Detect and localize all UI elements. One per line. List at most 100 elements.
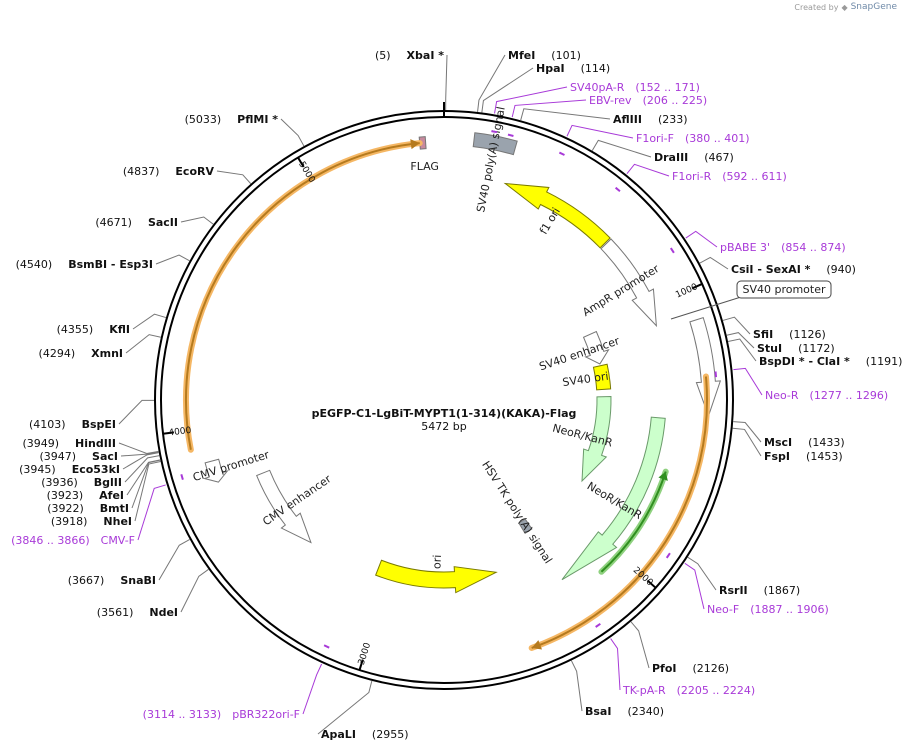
primer-name: CMV-F — [101, 534, 135, 547]
feature-cmv-promoter-arrow[interactable] — [202, 458, 229, 483]
site-nhei[interactable]: (3918) NheI — [51, 460, 161, 529]
orf-arc-0-head — [531, 640, 542, 650]
site-gap — [132, 211, 148, 230]
primer-tk-pa-r[interactable]: TK-pA-R (2205 .. 2224) — [595, 622, 756, 697]
feature-cmv-enhancer[interactable]: CMV enhancer — [256, 469, 334, 544]
site-ndei[interactable]: (3561) NdeI — [97, 568, 209, 620]
site-bsmbi-esp3i[interactable]: (4540) BsmBI - Esp3I — [16, 253, 190, 272]
site-bspei[interactable]: (4103) BspEI — [29, 399, 155, 432]
site-rsrii[interactable]: RsrII (1867) — [687, 556, 801, 598]
site-msci[interactable]: MscI (1433) — [733, 421, 845, 450]
site-ecorv-label: (4837) EcoRV — [123, 160, 215, 179]
feature-sv40-promoter[interactable]: SV40 promoter — [689, 316, 722, 418]
primer-sv40pa-r[interactable]: SV40pA-R (152 .. 171) — [491, 81, 700, 134]
site-eco53ki-label: (3945) Eco53kI — [19, 458, 120, 477]
site-position: (2340) — [627, 705, 664, 718]
site-mfei[interactable]: MfeI (101) — [477, 44, 581, 113]
site-hindiii[interactable]: (3949) HindIII — [22, 432, 159, 454]
feature-neor-kanr-arrow[interactable] — [561, 416, 666, 581]
site-sacii[interactable]: (4671) SacII — [95, 211, 214, 230]
site-pfoi[interactable]: PfoI (2126) — [630, 621, 729, 676]
site-apali[interactable]: ApaLI (2955) — [317, 680, 409, 742]
feature-sv40-poly-a-signal-arrow[interactable] — [472, 132, 518, 156]
site-mfei-label: MfeI (101) — [508, 44, 581, 63]
feature-neor-kanr-arrow[interactable] — [581, 396, 612, 483]
primer-range: (854 .. 874) — [781, 241, 846, 254]
feature-sv40-enhancer[interactable]: SV40 enhancer — [538, 330, 622, 374]
site-bspei-label: (4103) BspEI — [29, 413, 116, 432]
primer-neo-r-mark — [714, 371, 718, 378]
orf-arc-1-glow — [183, 140, 423, 453]
primer-neo-f[interactable]: Neo-F (1887 .. 1906) — [665, 552, 829, 616]
site-name: PflMI * — [237, 113, 278, 126]
site-name: MscI — [764, 436, 792, 449]
site-eco53ki[interactable]: (3945) Eco53kI — [19, 452, 159, 477]
site-hpai[interactable]: HpaI (114) — [481, 57, 610, 113]
site-fspi[interactable]: FspI (1453) — [732, 427, 843, 464]
primer-neo-r-leader — [733, 367, 763, 396]
snapgene-credit: Created by ◆ SnapGene — [794, 2, 897, 12]
site-gap — [75, 342, 91, 361]
feature-ori-label: ori — [430, 554, 444, 569]
feature-ori-arrow[interactable] — [375, 559, 498, 594]
primer-range: (152 .. 171) — [635, 81, 700, 94]
site-position: (4294) — [39, 347, 76, 360]
site-afei-leader — [126, 459, 161, 496]
site-hpai-label: HpaI (114) — [536, 57, 610, 76]
site-bsai[interactable]: BsaI (2340) — [570, 660, 664, 719]
feature-sv40-ori-arrow[interactable] — [592, 363, 612, 391]
primer-ebv-rev[interactable]: EBV-rev (206 .. 225) — [507, 94, 707, 137]
site-draiii[interactable]: DraIII (467) — [591, 139, 734, 165]
primer-pbr322ori-f[interactable]: (3114 .. 3133) pBR322ori-F — [143, 644, 330, 721]
site-bsai-leader — [570, 660, 583, 712]
feature-hsv-tk-poly-a-signal-arrow[interactable] — [518, 518, 533, 534]
site-kfli[interactable]: (4355) KflI — [57, 313, 167, 337]
site-gap — [810, 258, 826, 277]
site-rsrii-leader — [687, 556, 717, 591]
site-bmti-label: (3922) BmtI — [47, 497, 129, 516]
site-xbai[interactable]: (5) XbaI * — [375, 44, 448, 111]
site-position: (233) — [658, 113, 688, 126]
primer-sv40pa-r-mark — [491, 130, 498, 134]
feature-sv40-ori[interactable]: SV40 ori — [562, 363, 612, 391]
site-sfii[interactable]: SfiI (1126) — [722, 316, 826, 342]
feature-ampr-promoter[interactable]: AmpR promoter — [580, 238, 662, 328]
site-xbai-label: (5) XbaI * — [375, 44, 444, 63]
primer-ebv-rev-label: EBV-rev (206 .. 225) — [589, 94, 707, 107]
primer-f1ori-f[interactable]: F1ori-F (380 .. 401) — [558, 124, 750, 156]
feature-neor-kanr[interactable]: NeoR/KanR — [561, 416, 666, 581]
primer-f1ori-r[interactable]: F1ori-R (592 .. 611) — [614, 163, 787, 193]
primer-pbabe-3-mark — [669, 247, 675, 254]
feature-f1-ori-arrow[interactable] — [503, 182, 611, 249]
site-csii-sexai-leader — [699, 256, 729, 270]
feature-cmv-enhancer-arrow[interactable] — [256, 469, 312, 544]
primer-pbabe-3[interactable]: pBABE 3' (854 .. 874) — [669, 230, 846, 254]
site-gap — [748, 579, 764, 598]
feature-f1-ori[interactable]: f1 ori — [503, 182, 611, 249]
feature-ori[interactable]: ori — [375, 554, 498, 594]
tick-label-4000: 4000 — [168, 426, 192, 439]
feature-hsv-tk-poly-a-signal[interactable]: HSV TK poly(A) signal — [479, 459, 554, 566]
primer-gap — [90, 534, 101, 547]
feature-sv40-enhancer-arrow[interactable] — [582, 330, 610, 365]
site-ecorv[interactable]: (4837) EcoRV — [123, 160, 252, 185]
site-hindiii-leader — [118, 442, 159, 454]
site-xmni[interactable]: (4294) XmnI — [39, 334, 161, 361]
primer-sv40pa-r-leader — [494, 86, 568, 114]
feature-ampr-promoter-arrow[interactable] — [600, 238, 657, 328]
site-snabi[interactable]: (3667) SnaBI — [68, 539, 190, 588]
site-afliii[interactable]: AflIII (233) — [520, 108, 688, 127]
site-saci[interactable]: (3947) SacI — [39, 445, 159, 464]
feature-sv40-promoter-arrow[interactable] — [689, 316, 722, 418]
site-bglii[interactable]: (3936) BglII — [41, 455, 160, 490]
primer-cmv-f[interactable]: (3846 .. 3866) CMV-F — [11, 474, 184, 547]
primer-range: (206 .. 225) — [643, 94, 708, 107]
site-pflmi-leader — [280, 118, 305, 147]
site-afei[interactable]: (3923) AfeI — [47, 459, 161, 503]
site-csii-sexai[interactable]: CsiI - SexAI * (940) — [699, 256, 856, 277]
site-pflmi[interactable]: (5033) PflMI * — [185, 108, 305, 147]
site-stui[interactable]: StuI (1172) — [726, 332, 835, 356]
primer-neo-r[interactable]: Neo-R (1277 .. 1296) — [714, 367, 889, 402]
site-bspdi-clai[interactable]: BspDI * - ClaI * (1191) — [727, 338, 902, 369]
orf-arc-1 — [183, 139, 423, 453]
